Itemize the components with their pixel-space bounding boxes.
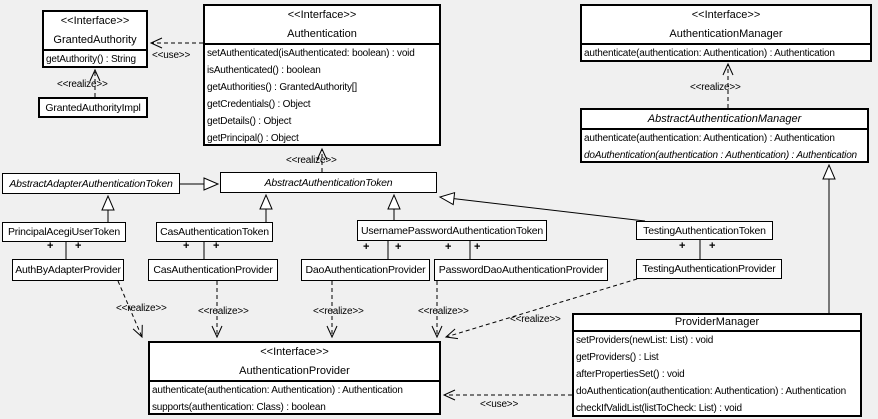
method-supports: supports(authentication: Class) : boolea…: [152, 402, 326, 413]
multiplicity-label: +: [363, 241, 370, 253]
class-name: AbstractAdapterAuthenticationToken: [9, 177, 173, 190]
class-name: TestingAuthenticationProvider: [642, 263, 776, 275]
method-checkifvalidlist: checkIfValidList(listToCheck: List) : vo…: [576, 403, 742, 414]
class-header: <<Interface>> AuthenticationProvider: [150, 343, 439, 380]
multiplicity-label: +: [213, 240, 220, 252]
class-abstract-authentication-token[interactable]: AbstractAuthenticationToken: [220, 172, 437, 193]
class-name: ProviderManager: [674, 316, 760, 328]
method-getdetails: getDetails() : Object: [207, 116, 292, 127]
class-authentication-provider[interactable]: <<Interface>> AuthenticationProvider aut…: [148, 341, 441, 415]
class-abstract-adapter-authentication-token[interactable]: AbstractAdapterAuthenticationToken: [2, 173, 180, 194]
class-name: AuthenticationManager: [669, 28, 783, 40]
compartment-divider: [150, 380, 439, 382]
class-name: AuthenticationProvider: [239, 365, 350, 377]
method-getauthority: getAuthority() : String: [46, 54, 136, 65]
class-provider-manager[interactable]: ProviderManager setProviders(newList: Li…: [572, 313, 862, 417]
class-cas-authentication-token[interactable]: CasAuthenticationToken: [156, 222, 273, 242]
compartment-divider: [582, 128, 867, 130]
class-header: <<Interface>> Authentication: [205, 6, 439, 43]
stereotype-label: <<Interface>>: [260, 346, 329, 358]
class-name: DaoAuthenticationProvider: [305, 264, 426, 276]
realize-label: <<realize>>: [418, 306, 469, 317]
class-username-password-authentication-token[interactable]: UsernamePasswordAuthenticationToken: [357, 220, 547, 241]
class-testing-authentication-token[interactable]: TestingAuthenticationToken: [636, 221, 773, 240]
class-name: CasAuthenticationProvider: [153, 264, 273, 276]
class-granted-authority-impl[interactable]: GrantedAuthorityImpl: [38, 97, 148, 118]
realize-label: <<realize>>: [690, 82, 741, 93]
multiplicity-label: +: [395, 241, 402, 253]
stereotype-label: <<Interface>>: [60, 15, 130, 27]
edge-realize-authbyadapterprovider: [117, 280, 143, 339]
realize-label: <<realize>>: [198, 306, 249, 317]
use-label: <<use>>: [152, 50, 191, 61]
multiplicity-label: +: [47, 240, 54, 252]
realize-label: <<realize>>: [510, 314, 561, 325]
realize-label: <<realize>>: [57, 79, 108, 90]
class-auth-by-adapter-provider[interactable]: AuthByAdapterProvider: [12, 259, 124, 281]
edge-realize-testingprovider: [444, 278, 638, 340]
class-name: AuthByAdapterProvider: [15, 264, 121, 276]
method-getcredentials: getCredentials() : Object: [207, 99, 311, 110]
class-header: <<Interface>> AuthenticationManager: [582, 6, 870, 43]
class-header: AbstractAuthenticationManager: [582, 110, 867, 128]
multiplicity-label: +: [75, 240, 82, 252]
method-doauthentication: doAuthentication(authentication : Authen…: [584, 150, 857, 161]
class-name: GrantedAuthority: [53, 34, 137, 46]
compartment-divider: [574, 330, 860, 332]
realize-label: <<realize>>: [116, 303, 167, 314]
class-authentication[interactable]: <<Interface>> Authentication setAuthenti…: [203, 4, 441, 146]
method-setauthenticated: setAuthenticated(isAuthenticated: boolea…: [207, 48, 415, 59]
multiplicity-label: +: [679, 240, 686, 252]
stereotype-label: <<Interface>>: [287, 9, 357, 21]
method-getprincipal: getPrincipal() : Object: [207, 133, 299, 144]
multiplicity-label: +: [183, 240, 190, 252]
class-header: ProviderManager: [574, 315, 860, 330]
class-granted-authority[interactable]: <<Interface>> GrantedAuthority getAuthor…: [42, 10, 148, 68]
class-name: UsernamePasswordAuthenticationToken: [360, 224, 544, 237]
realize-label: <<realize>>: [313, 306, 364, 317]
multiplicity-label: +: [709, 240, 716, 252]
method-setproviders: setProviders(newList: List) : void: [576, 335, 714, 346]
class-password-dao-authentication-provider[interactable]: PasswordDaoAuthenticationProvider: [434, 259, 608, 281]
method-authenticate: authenticate(authentication: Authenticat…: [152, 385, 403, 396]
class-abstract-authentication-manager[interactable]: AbstractAuthenticationManager authentica…: [580, 108, 869, 163]
multiplicity-label: +: [474, 241, 481, 253]
multiplicity-label: +: [445, 241, 452, 253]
class-header: <<Interface>> GrantedAuthority: [44, 12, 146, 49]
class-name: AbstractAuthenticationToken: [264, 176, 393, 189]
method-afterpropertiesset: afterPropertiesSet() : void: [576, 369, 685, 380]
method-authenticate: authenticate(authentication: Authenticat…: [584, 133, 835, 144]
method-getauthorities: getAuthorities() : GrantedAuthority[]: [207, 82, 357, 93]
realize-label: <<realize>>: [286, 155, 337, 166]
class-cas-authentication-provider[interactable]: CasAuthenticationProvider: [148, 259, 278, 281]
compartment-divider: [44, 49, 146, 51]
method-isauthenticated: isAuthenticated() : boolean: [207, 65, 321, 76]
method-authenticate: authenticate(authentication: Authenticat…: [584, 48, 835, 59]
method-doauthentication: doAuthentication(authentication: Authent…: [576, 386, 846, 397]
class-dao-authentication-provider[interactable]: DaoAuthenticationProvider: [301, 259, 430, 281]
class-name: Authentication: [287, 28, 357, 40]
method-getproviders: getProviders() : List: [576, 352, 659, 363]
compartment-divider: [205, 43, 439, 45]
edge-testingtoken-extends: [438, 191, 646, 222]
class-testing-authentication-provider[interactable]: TestingAuthenticationProvider: [636, 259, 782, 279]
class-name: CasAuthenticationToken: [160, 226, 269, 238]
class-principal-acegi-user-token[interactable]: PrincipalAcegiUserToken: [2, 222, 126, 242]
class-name: PrincipalAcegiUserToken: [7, 226, 121, 238]
class-name: TestingAuthenticationToken: [643, 224, 766, 237]
class-name: AbstractAuthenticationManager: [647, 113, 802, 125]
class-name: GrantedAuthorityImpl: [45, 101, 141, 114]
class-authentication-manager[interactable]: <<Interface>> AuthenticationManager auth…: [580, 4, 872, 62]
compartment-divider: [582, 43, 870, 45]
stereotype-label: <<Interface>>: [691, 9, 761, 21]
class-name: PasswordDaoAuthenticationProvider: [438, 264, 604, 276]
use-label: <<use>>: [480, 399, 519, 410]
